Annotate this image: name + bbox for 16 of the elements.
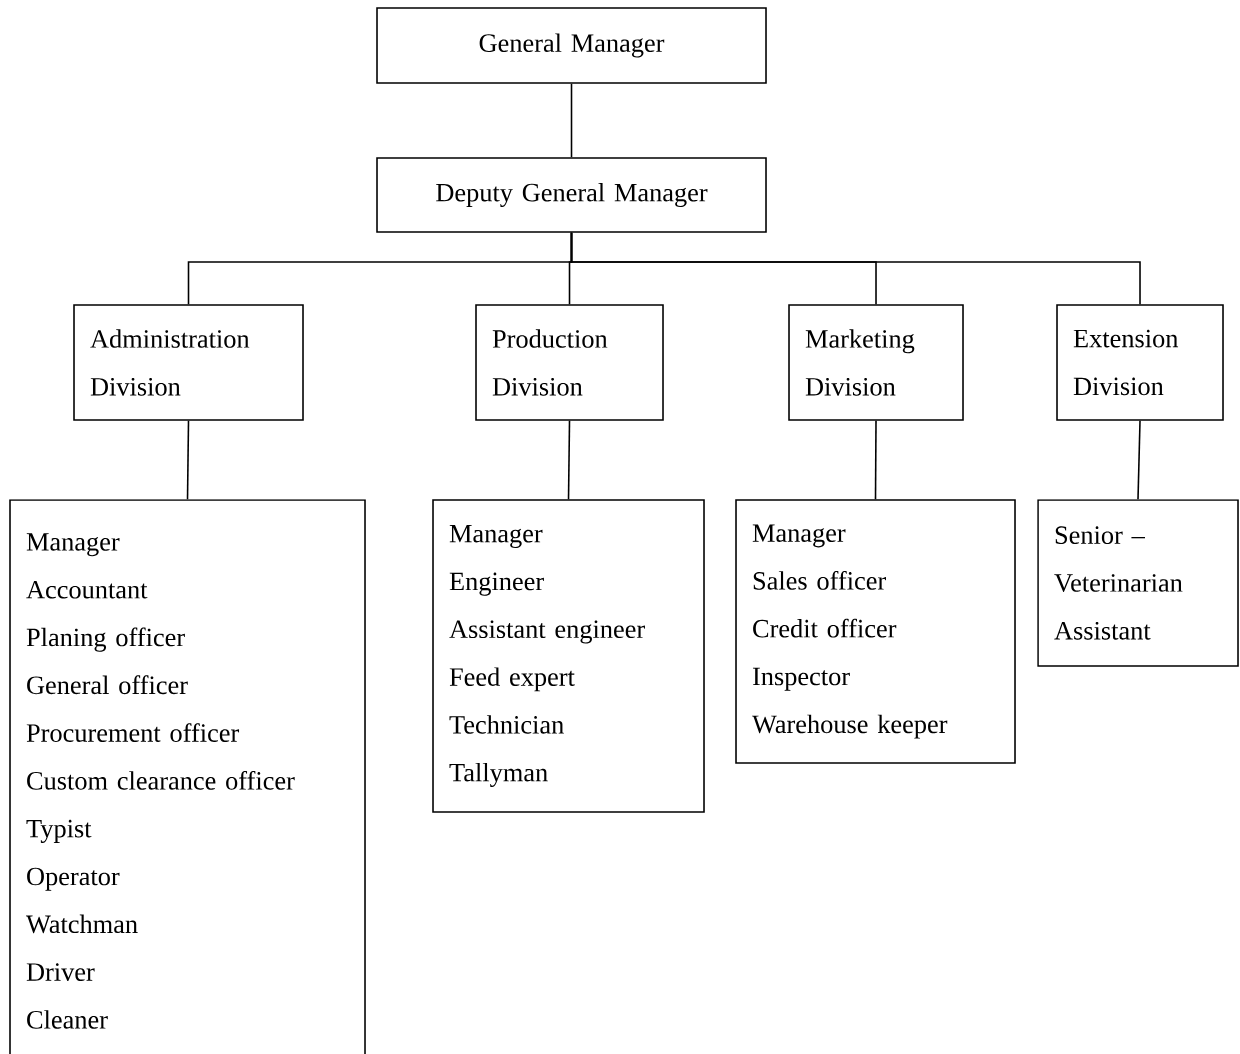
position-box: Senior – Veterinarian Assistant [1037,499,1239,667]
position-box: Production Division [475,304,664,421]
position-box: Manager Engineer Assistant engineer Feed expert Technician Tallyman [432,499,705,813]
connector-line [570,82,573,158]
connector-line [186,419,190,500]
position-box: Deputy General Manager [376,157,767,233]
position-box: Extension Division [1056,304,1224,421]
position-box: Marketing Division [788,304,964,421]
position-box: Administration Division [73,304,304,421]
connector-line [1137,419,1141,500]
position-box: General Manager [376,7,767,84]
connector-line [567,419,571,500]
position-box: Manager Accountant Planing officer General officer Procurement officer Custom clearance officer Typist Operator Watchman Driver Cleaner [9,499,366,1054]
position-box: Manager Sales officer Credit officer Inspector Warehouse keeper [735,499,1016,764]
connector-line [570,232,1141,305]
connector-line [874,419,877,500]
